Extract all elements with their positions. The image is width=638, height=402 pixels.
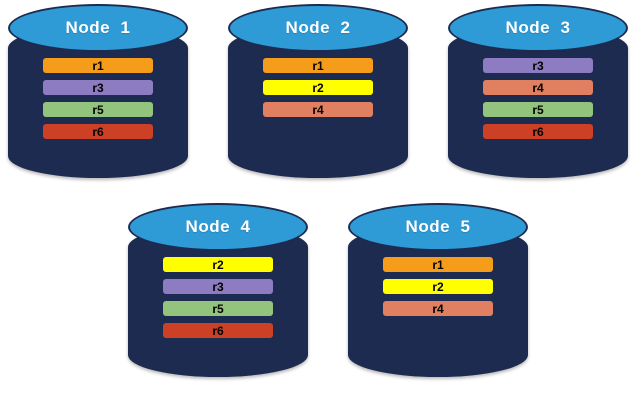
replica-bar[interactable]: r3 (43, 80, 153, 95)
replica-bar[interactable]: r6 (43, 124, 153, 139)
replica-label: r1 (432, 257, 444, 272)
database-node-3[interactable]: r3 r4 r5 r6 Node 3 (448, 4, 628, 182)
replica-label: r3 (212, 279, 224, 294)
replica-bar[interactable]: r5 (163, 301, 273, 316)
node-title: Node 1 (65, 18, 131, 37)
cylinder-top-icon: Node 1 (8, 4, 188, 52)
replica-bar[interactable]: r1 (263, 58, 373, 73)
cylinder-top-icon: Node 5 (348, 203, 528, 251)
replica-bar[interactable]: r4 (483, 80, 593, 95)
replica-label: r5 (212, 301, 224, 316)
replica-label: r3 (92, 80, 104, 95)
replica-label: r1 (92, 58, 104, 73)
replica-bar[interactable]: r6 (163, 323, 273, 338)
replica-label: r3 (532, 58, 544, 73)
replica-label: r5 (92, 102, 104, 117)
replica-label: r6 (532, 124, 544, 139)
replica-stack: r3 r4 r5 r6 (483, 58, 593, 146)
replica-stack: r1 r3 r5 r6 (43, 58, 153, 146)
database-node-1[interactable]: r1 r3 r5 r6 Node 1 (8, 4, 188, 182)
replica-label: r4 (312, 102, 324, 117)
node-title: Node 4 (185, 217, 251, 236)
replica-bar[interactable]: r2 (163, 257, 273, 272)
replica-label: r6 (212, 323, 224, 338)
replica-label: r5 (532, 102, 544, 117)
database-node-4[interactable]: r2 r3 r5 r6 Node 4 (128, 203, 308, 381)
node-title: Node 2 (285, 18, 351, 37)
replica-bar[interactable]: r1 (43, 58, 153, 73)
database-node-2[interactable]: r1 r2 r4 Node 2 (228, 4, 408, 182)
replica-label: r4 (432, 301, 444, 316)
replica-bar[interactable]: r1 (383, 257, 493, 272)
replica-bar[interactable]: r4 (263, 102, 373, 117)
replica-bar[interactable]: r6 (483, 124, 593, 139)
replica-bar[interactable]: r3 (163, 279, 273, 294)
replica-bar[interactable]: r4 (383, 301, 493, 316)
replica-label: r2 (432, 279, 444, 294)
replica-bar[interactable]: r5 (483, 102, 593, 117)
cylinder-top-icon: Node 2 (228, 4, 408, 52)
cylinder-top-icon: Node 3 (448, 4, 628, 52)
replica-stack: r1 r2 r4 (383, 257, 493, 323)
replica-stack: r1 r2 r4 (263, 58, 373, 124)
replica-bar[interactable]: r3 (483, 58, 593, 73)
replica-label: r2 (312, 80, 324, 95)
replica-bar[interactable]: r2 (263, 80, 373, 95)
node-title: Node 5 (405, 217, 471, 236)
replica-bar[interactable]: r5 (43, 102, 153, 117)
replica-label: r2 (212, 257, 224, 272)
replica-bar[interactable]: r2 (383, 279, 493, 294)
replica-label: r4 (532, 80, 544, 95)
replica-label: r1 (312, 58, 324, 73)
replica-label: r6 (92, 124, 104, 139)
database-node-5[interactable]: r1 r2 r4 Node 5 (348, 203, 528, 381)
node-title: Node 3 (505, 18, 571, 37)
replica-stack: r2 r3 r5 r6 (163, 257, 273, 345)
cylinder-top-icon: Node 4 (128, 203, 308, 251)
